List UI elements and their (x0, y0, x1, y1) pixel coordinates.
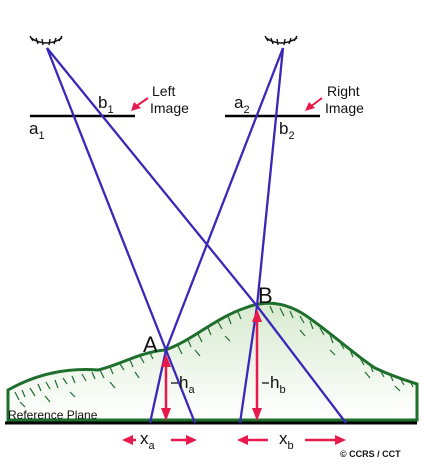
height-b-label: hb (270, 373, 286, 396)
parallax-b-label: xb (279, 429, 294, 452)
right-image-pointer-arrow (305, 97, 323, 111)
height-a-label: ha (179, 373, 195, 396)
right-image-label-line1: Right (327, 83, 360, 99)
ray-right-to-b (255, 47, 285, 307)
eye-icon-right (264, 35, 298, 46)
ray-left-to-b (46, 47, 258, 307)
height-arrow-a (161, 354, 171, 421)
ray-right-to-a (164, 47, 285, 351)
ground-point-b-label: B (258, 283, 273, 308)
left-image-label-line2: Image (150, 100, 189, 116)
left-image-pointer-arrow (131, 97, 149, 111)
height-arrow-b (252, 309, 262, 421)
terrain-grass (14, 305, 414, 408)
left-image-label-line1: Left (152, 83, 175, 99)
parallax-arrow-a (122, 435, 197, 445)
ray-b-extension-right (256, 305, 347, 424)
point-a1-label: a1 (29, 119, 45, 142)
ray-left-to-a (45, 47, 168, 351)
parallax-a-label: xa (140, 429, 156, 452)
ground-point-a-label: A (143, 332, 158, 357)
ray-a-extension-right (164, 349, 197, 424)
parallax-arrow-b (237, 435, 346, 445)
point-a2-label: a2 (234, 93, 250, 116)
eye-icon-left (29, 35, 63, 46)
reference-plane-label: Reference Plane (8, 408, 98, 422)
point-b1-label: b1 (98, 93, 114, 116)
credit-label: © CCRS / CCT (340, 449, 401, 459)
terrain-hill (6, 301, 419, 422)
projection-rays (45, 47, 347, 424)
ray-b-extension-left (238, 305, 259, 424)
point-b2-label: b2 (279, 119, 295, 142)
right-image-label-line2: Image (325, 100, 364, 116)
